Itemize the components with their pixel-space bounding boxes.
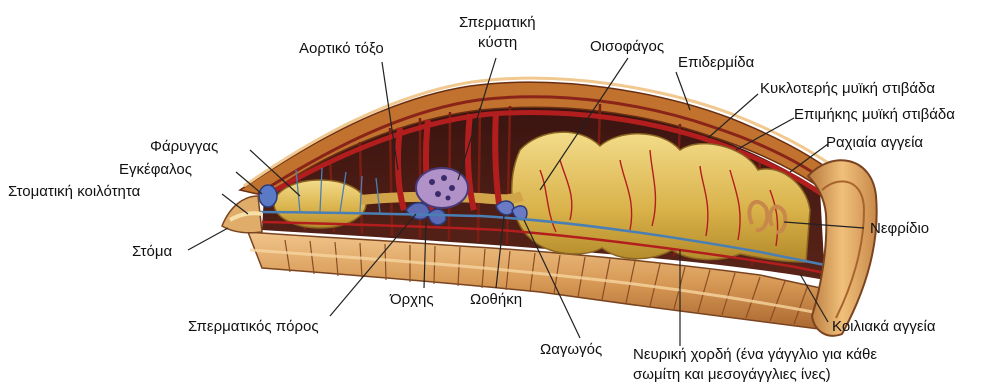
leader-pharynx — [250, 150, 300, 196]
label-seminal-vesicle-line2: κύστη — [478, 34, 517, 51]
label-ovary: Ωοθήκη — [470, 291, 522, 308]
leader-dorsal-vessels — [790, 144, 828, 172]
label-longitudinal-muscle: Επιμήκης μυϊκή στιβάδα — [794, 106, 955, 123]
label-pharynx: Φάρυγγας — [150, 138, 218, 155]
leader-ventral-vessels — [800, 274, 828, 322]
leader-ovary — [496, 216, 504, 288]
label-aortic-arch: Αορτικό τόξο — [299, 40, 384, 57]
leader-oviduct — [524, 220, 580, 338]
label-esophagus: Οισοφάγος — [590, 38, 664, 55]
label-nerve-cord-line1: Νευρική χορδή (ένα γάγγλιο για κάθε — [633, 346, 877, 363]
label-mouth: Στόμα — [132, 243, 172, 260]
label-buccal-cavity: Στοματική κοιλότητα — [8, 183, 140, 200]
leader-nephridium — [784, 222, 864, 228]
leader-brain — [236, 172, 262, 194]
label-oviduct: Ωαγωγός — [540, 341, 602, 358]
leader-seminal-vesicle — [458, 58, 496, 180]
label-nephridium: Νεφρίδιο — [870, 220, 929, 237]
label-dorsal-vessels: Ραχιαία αγγεία — [826, 134, 923, 151]
leader-esophagus — [540, 58, 628, 190]
leader-aortic-arch — [382, 62, 398, 170]
label-circular-muscle: Κυκλοτερής μυϊκή στιβάδα — [760, 80, 935, 97]
label-epidermis: Επιδερμίδα — [678, 54, 754, 71]
label-sperm-duct: Σπερματικός πόρος — [188, 318, 319, 335]
label-seminal-vesicle-line1: Σπερματική — [459, 14, 536, 31]
label-ventral-vessels: Κοιλιακά αγγεία — [832, 318, 936, 335]
leader-testis — [424, 222, 426, 288]
label-testis: Όρχης — [390, 291, 434, 308]
leader-longitudinal-muscle — [736, 118, 794, 150]
leader-buccal-cavity — [222, 194, 248, 214]
leader-mouth — [188, 228, 228, 250]
leader-epidermis — [676, 72, 690, 110]
leader-circular-muscle — [708, 94, 758, 138]
label-brain: Εγκέφαλος — [119, 161, 192, 178]
label-nerve-cord-line2: σωμίτη και μεσογάγγλιες ίνες) — [633, 366, 831, 383]
